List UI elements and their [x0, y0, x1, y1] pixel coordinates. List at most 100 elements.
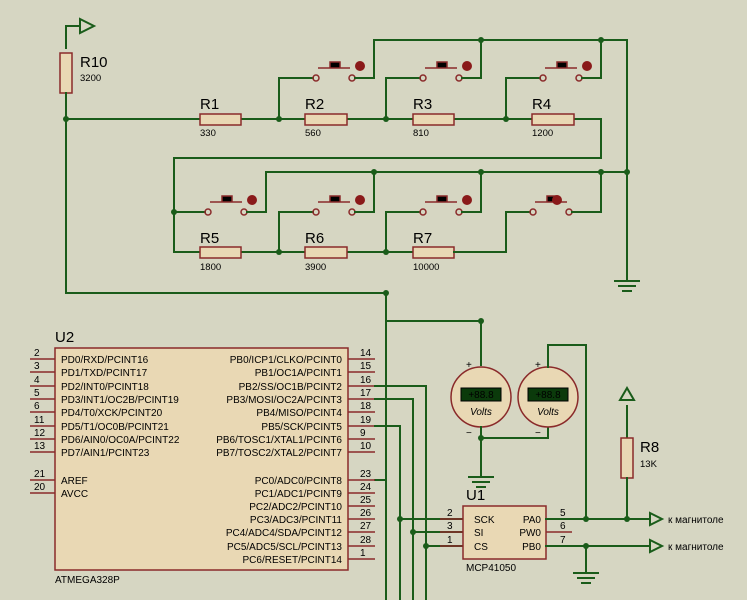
u1-right-pin-number: 5 — [560, 508, 566, 519]
ground-symbol-2 — [468, 476, 494, 488]
push-button-4[interactable] — [173, 195, 267, 216]
u1-left-pin-label: SCK — [474, 515, 495, 526]
mcu-left-pin-label: AREF — [61, 476, 88, 487]
mcu-right-pin-label: PB5/SCK/PCINT5 — [261, 422, 342, 433]
resistor-r1[interactable]: R1 330 — [199, 96, 242, 139]
mcu-left-pin-number: 20 — [34, 482, 46, 493]
mcu-right-pin-label: PC1/ADC1/PCINT9 — [255, 489, 343, 500]
r8-value: 13K — [640, 459, 658, 470]
mcu-left-pin-number: 3 — [34, 361, 40, 372]
voltmeter-2-unit: Volts — [537, 407, 559, 418]
mcu-right-pin-number: 26 — [360, 508, 372, 519]
r4-value: 1200 — [532, 128, 553, 139]
push-button-1[interactable] — [278, 61, 375, 120]
mcu-ref: U2 — [55, 329, 74, 346]
mcu-right-pin-number: 23 — [360, 469, 372, 480]
push-button-7[interactable] — [453, 195, 602, 253]
mcu-left-pin-label: PD0/RXD/PCINT16 — [61, 355, 149, 366]
power-rail — [65, 17, 97, 49]
r1-value: 330 — [200, 128, 216, 139]
r10-value: 3200 — [80, 73, 101, 84]
mcu-right-pin-label: PC4/ADC4/SDA/PCINT12 — [226, 528, 343, 539]
r1-ref: R1 — [200, 96, 219, 113]
mcu-right-pin-label: PC5/ADC5/SCL/PCINT13 — [227, 542, 342, 553]
mcu-right-pin-number: 16 — [360, 375, 372, 386]
output-label-1: к магнитоле — [668, 515, 724, 526]
voltmeter-1-unit: Volts — [470, 407, 492, 418]
r2-value: 560 — [305, 128, 321, 139]
mcu-right-pin-number: 27 — [360, 521, 372, 532]
mcu-left-pin-label: PD3/INT1/OC2B/PCINT19 — [61, 395, 179, 406]
voltmeter-2-plus: + — [535, 360, 541, 371]
mcu-right-pin-label: PC0/ADC0/PCINT8 — [255, 476, 343, 487]
mcu-left-pin-label: PD6/AIN0/OC0A/PCINT22 — [61, 435, 180, 446]
resistor-r4[interactable]: R4 1200 — [531, 96, 575, 139]
mcu-right-pin-number: 1 — [360, 548, 366, 559]
voltmeter-2-display: +88.8 — [535, 390, 561, 401]
u1-left-pin-number: 2 — [447, 508, 453, 519]
resistor-r7[interactable]: R7 10000 — [412, 230, 455, 273]
mcu-right-pin-number: 19 — [360, 415, 372, 426]
mcu-right-pin-label: PB0/ICP1/CLKO/PCINT0 — [230, 355, 343, 366]
push-button-3[interactable] — [505, 61, 602, 120]
mcu-left-pin-number: 12 — [34, 428, 46, 439]
mcu-right-pin-label: PC6/RESET/PCINT14 — [243, 555, 343, 566]
u1-left-pin-label: SI — [474, 528, 483, 539]
ground-symbol-1 — [614, 275, 640, 292]
r8-ref: R8 — [640, 439, 659, 456]
u1-right-pin-number: 7 — [560, 535, 566, 546]
mcu-right-pin-label: PB7/TOSC2/XTAL2/PCINT7 — [216, 448, 342, 459]
mcu-left-pin-number: 11 — [34, 415, 45, 426]
u1-right-pin-number: 6 — [560, 521, 566, 532]
resistor-r6[interactable]: R6 3900 — [304, 230, 348, 273]
mcu-right-pin-number: 17 — [360, 388, 372, 399]
output-terminal-1: к магнитоле — [649, 511, 724, 527]
u1-right-pin-label: PW0 — [519, 528, 541, 539]
push-button-2[interactable] — [385, 61, 482, 120]
mcu-left-pin-number: 4 — [34, 375, 40, 386]
u1-part: MCP41050 — [466, 563, 516, 574]
r3-ref: R3 — [413, 96, 432, 113]
u1-left-pin-label: CS — [474, 542, 488, 553]
mcu-right-pin-number: 14 — [360, 348, 372, 359]
output-label-2: к магнитоле — [668, 542, 724, 553]
mcu-left-pin-label: PD1/TXD/PCINT17 — [61, 368, 148, 379]
r6-value: 3900 — [305, 262, 326, 273]
mcu-left-pin-number: 6 — [34, 401, 40, 412]
r6-ref: R6 — [305, 230, 324, 247]
r3-value: 810 — [413, 128, 429, 139]
mcu-right-pin-number: 9 — [360, 428, 366, 439]
resistor-r10[interactable]: R10 3200 — [59, 52, 108, 94]
u1-right-pin-label: PA0 — [523, 515, 542, 526]
u1-right-pin-label: PB0 — [522, 542, 541, 553]
resistor-r8[interactable]: R8 13K — [620, 405, 659, 520]
resistor-r2[interactable]: R2 560 — [304, 96, 348, 139]
mcu-left-pin-number: 5 — [34, 388, 40, 399]
mcu-right-pin-label: PC2/ADC2/PCINT10 — [249, 502, 342, 513]
mcu-left-pin-label: AVCC — [61, 489, 88, 500]
r7-value: 10000 — [413, 262, 439, 273]
r4-ref: R4 — [532, 96, 551, 113]
push-button-5[interactable] — [278, 195, 375, 253]
resistor-r5[interactable]: R5 1800 — [199, 230, 242, 273]
mcu-left-pin-label: PD2/INT0/PCINT18 — [61, 382, 149, 393]
voltmeter-1: +88.8 Volts + − — [450, 360, 512, 439]
mcu-right-pin-number: 28 — [360, 535, 372, 546]
mcu-right-pin-label: PB3/MOSI/OC2A/PCINT3 — [226, 395, 342, 406]
mcu-left-pin-number: 13 — [34, 441, 46, 452]
u1-left-pin-number: 3 — [447, 521, 453, 532]
resistor-r3[interactable]: R3 810 — [412, 96, 455, 139]
mcu-left-pins: 2PD0/RXD/PCINT163PD1/TXD/PCINT174PD2/INT… — [30, 348, 180, 500]
mcu-left-pin-label: PD5/T1/OC0B/PCINT21 — [61, 422, 169, 433]
voltmeter-1-minus: − — [466, 428, 472, 439]
mcu-right-pin-label: PB4/MISO/PCINT4 — [256, 408, 342, 419]
mcu-u2[interactable]: U2 ATMEGA328P 2PD0/RXD/PCINT163PD1/TXD/P… — [30, 329, 375, 586]
ground-symbol-3 — [573, 572, 599, 584]
mcu-right-pin-label: PC3/ADC3/PCINT11 — [250, 515, 343, 526]
push-button-6[interactable] — [385, 195, 482, 253]
r7-ref: R7 — [413, 230, 432, 247]
r10-ref: R10 — [80, 54, 108, 71]
